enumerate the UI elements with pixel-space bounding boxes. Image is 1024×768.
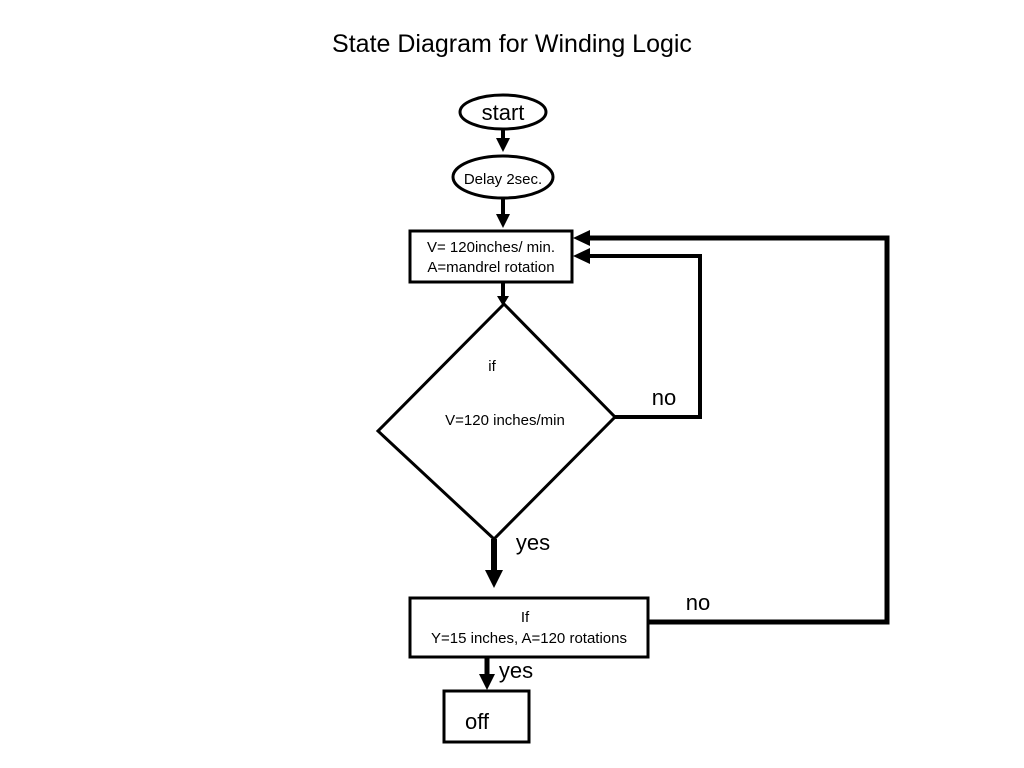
diagram-title: State Diagram for Winding Logic [332, 30, 692, 58]
edge-label-speed-no: no [652, 385, 676, 410]
start-ellipse [458, 93, 548, 131]
connectors [479, 130, 890, 690]
arrowhead-delay-to-set-speed [496, 214, 510, 228]
edge-speed-no-loop [588, 254, 702, 419]
off-box [442, 689, 531, 744]
node-off: off [442, 689, 531, 744]
arrowhead-start-to-delay [496, 138, 510, 152]
delay-ellipse [451, 154, 555, 200]
start-label: start [482, 100, 525, 125]
node-delay: Delay 2sec. [451, 154, 555, 200]
arrowhead-speed-yes [485, 570, 503, 588]
arrowhead-position-no-loop [573, 230, 590, 246]
set-speed-line2: A=mandrel rotation [427, 259, 554, 276]
node-start: start [458, 93, 548, 131]
edge-label-position-yes: yes [499, 658, 533, 683]
set-speed-line1: V= 120inches/ min. [427, 239, 555, 256]
delay-label: Delay 2sec. [464, 171, 542, 188]
arrowhead-speed-no-loop [573, 248, 590, 264]
check-speed-line1: if [488, 358, 496, 375]
check-speed-line2: V=120 inches/min [445, 412, 565, 429]
set-speed-box [408, 229, 574, 284]
node-check-speed: if V=120 inches/min [375, 301, 618, 542]
check-speed-diamond [375, 301, 618, 542]
node-check-position: If Y=15 inches, A=120 rotations [408, 596, 650, 659]
off-label: off [465, 709, 490, 734]
edge-label-position-no: no [686, 590, 710, 615]
check-position-line1: If [521, 609, 530, 626]
arrowhead-position-yes [479, 674, 495, 690]
check-position-box [408, 596, 650, 659]
check-position-line2: Y=15 inches, A=120 rotations [431, 630, 627, 647]
node-set-speed: V= 120inches/ min. A=mandrel rotation [408, 229, 574, 284]
arrowhead-set-speed-to-check-speed [497, 296, 509, 306]
edge-position-no-loop [588, 235, 890, 625]
edge-label-speed-yes: yes [516, 530, 550, 555]
